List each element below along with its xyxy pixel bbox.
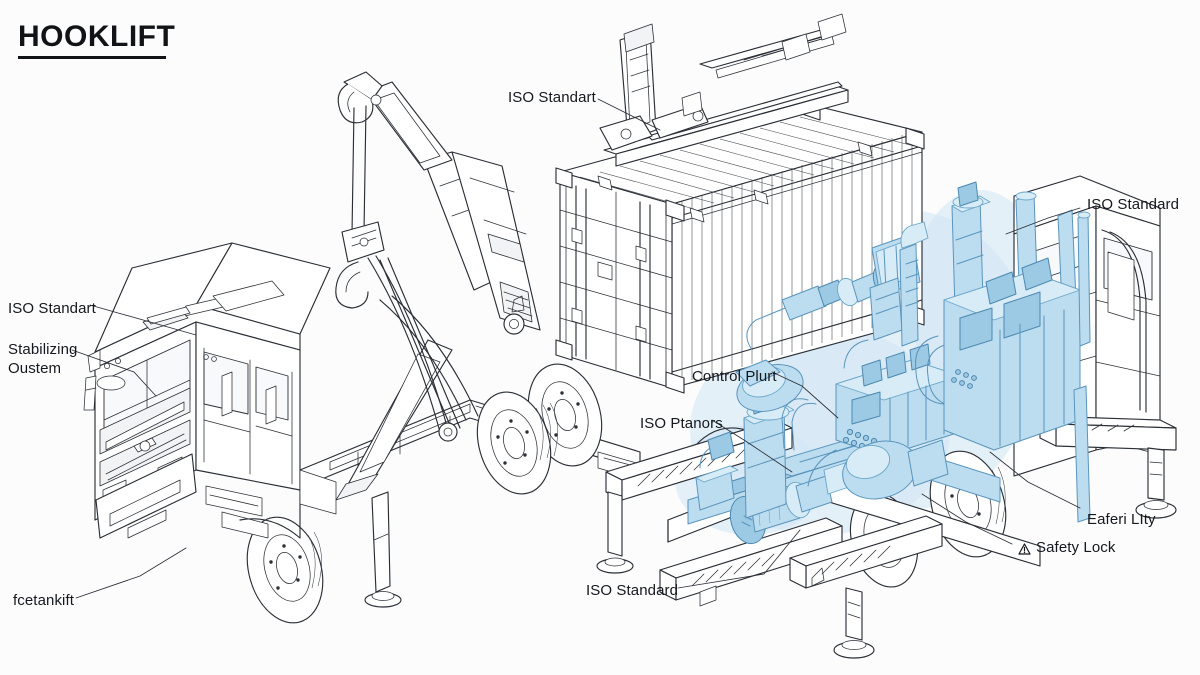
safety-lock-label: Safety Lock — [1036, 539, 1116, 556]
callout-stabilizing-system: Stabilizing Oustem — [8, 341, 78, 377]
outrigger-rear-right — [789, 515, 943, 659]
rear-guide-rod — [1073, 211, 1091, 523]
callout-iso-standart-left: ISO Standart — [8, 300, 96, 317]
title-underline — [18, 56, 166, 59]
auxiliary-pump — [695, 431, 739, 511]
air-reservoir-tank — [842, 439, 949, 500]
page-title: HOOKLIFT — [18, 22, 175, 59]
container-doors — [559, 177, 673, 387]
callout-iso-standard-bottom: ISO Standard — [586, 582, 679, 599]
warning-triangle-icon — [1018, 542, 1031, 555]
control-cabinet — [943, 257, 1081, 451]
left-truck-cab — [83, 242, 337, 539]
container-lift-frame — [599, 13, 849, 167]
callout-leader-lines — [71, 98, 1081, 599]
callout-safety-ability: Eaferi LIty — [1087, 511, 1156, 528]
hydraulic-control-assembly — [687, 181, 1091, 545]
title-text: HOOKLIFT — [18, 20, 176, 53]
left-truck-assembly — [83, 71, 641, 624]
callout-iso-standard-right: ISO Standard — [1087, 196, 1180, 213]
left-stabilizer-leg — [364, 491, 402, 608]
callout-iso-standart-top: ISO Standart — [508, 89, 596, 106]
callout-control-plant: Control Plurt — [692, 368, 777, 385]
pump-bell-housing — [735, 359, 804, 412]
hooklift-arm-assembly — [335, 71, 641, 501]
callout-iso-platforms: ISO Ptanors — [640, 415, 723, 432]
iso-container — [555, 13, 925, 394]
left-rear-wheels — [476, 363, 603, 495]
callout-hooklift-front: fcetankift — [13, 592, 75, 609]
outrigger-rear-left — [1039, 415, 1177, 519]
callout-safety-lock: Safety Lock — [1018, 539, 1115, 558]
left-front-wheel — [246, 516, 324, 624]
container-corrugation — [681, 132, 913, 380]
exhaust-riser — [899, 221, 929, 347]
cabinet-connectors — [951, 369, 977, 389]
